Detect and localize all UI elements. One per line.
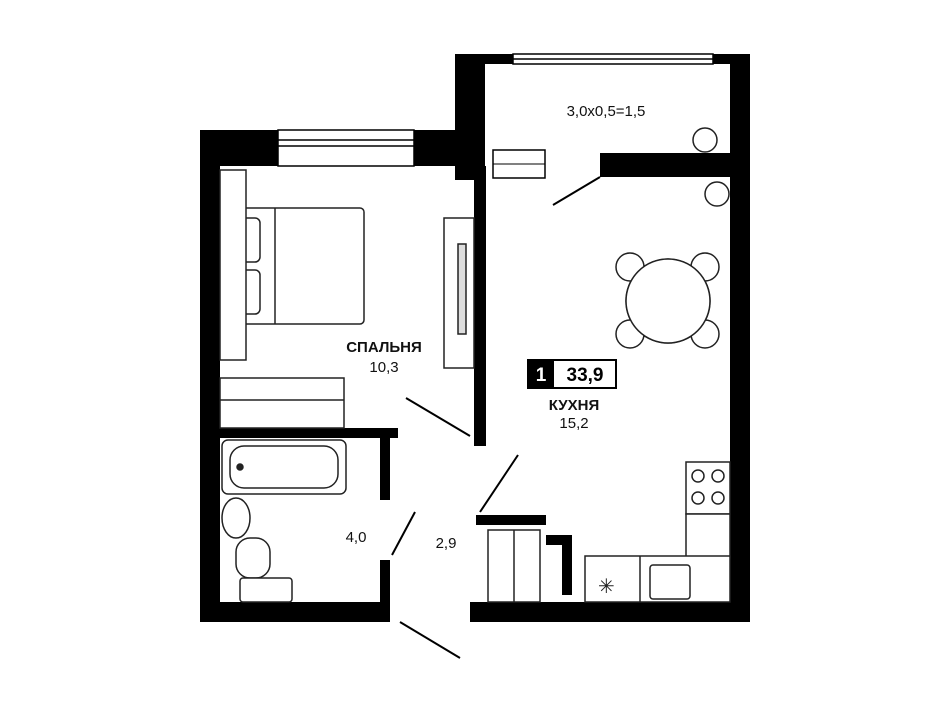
wall-bathroom-right-lower: [380, 560, 390, 602]
door-bedroom: [405, 397, 471, 437]
door-bathroom: [391, 511, 416, 556]
wall-bottom-left: [200, 602, 390, 622]
wall-right: [730, 54, 750, 622]
bedroom-area-label: 10,3: [369, 359, 398, 376]
wall-balcony-left: [455, 54, 485, 180]
wall-hall-niche-side: [562, 535, 572, 595]
kitchen-counter: [685, 513, 731, 559]
doors: [391, 149, 601, 659]
bedroom-furniture: [219, 169, 475, 429]
kitchen-area-label: 15,2: [559, 415, 588, 432]
badge-room-count: 1: [536, 365, 547, 386]
fridge-icon: ✳: [598, 574, 615, 598]
kitchen-sink-icon: [649, 564, 691, 600]
kitchen-name-label: КУХНЯ: [549, 397, 599, 414]
wall-hall-niche-top: [546, 535, 572, 545]
washing-machine: [239, 577, 293, 603]
badge-total-area: 33,9: [567, 365, 604, 386]
door-balcony: [552, 176, 601, 206]
window-bedroom: [277, 129, 415, 167]
wall-bathroom-right-upper: [380, 428, 390, 500]
bathroom-fixtures: [221, 439, 347, 603]
balcony-area-label: 3,0x0,5=1,5: [567, 103, 646, 120]
toilet-icon: [235, 537, 271, 579]
walls: [200, 54, 750, 622]
wall-bedroom-top-left: [200, 130, 278, 166]
wall-balcony-kitchen: [600, 153, 730, 177]
wall-bathroom-top: [220, 428, 398, 438]
hall-area-label: 2,9: [436, 535, 457, 552]
wall-left: [200, 130, 220, 622]
vent-icon: [704, 181, 730, 207]
door-entrance: [399, 621, 461, 659]
stove-icon: [685, 461, 731, 515]
bedroom-wardrobe: [219, 169, 247, 361]
door-kitchen: [479, 454, 519, 513]
kitchen-furniture: ✳: [487, 127, 731, 603]
boiler-icon: [692, 127, 718, 153]
bedroom-name-label: СПАЛЬНЯ: [346, 339, 422, 356]
wall-hall-kitchen-stub: [476, 515, 546, 525]
tv-icon: [457, 243, 467, 335]
windows: [277, 53, 714, 167]
wall-bottom-right: [470, 602, 750, 622]
sink-icon: [221, 497, 251, 539]
bathroom-area-label: 4,0: [346, 529, 367, 546]
wall-bedroom-kitchen: [474, 166, 486, 446]
apartment-badge: 1 33,9: [527, 359, 617, 389]
bedroom-dresser: [219, 377, 345, 429]
wall-balcony-top-left: [455, 54, 513, 64]
